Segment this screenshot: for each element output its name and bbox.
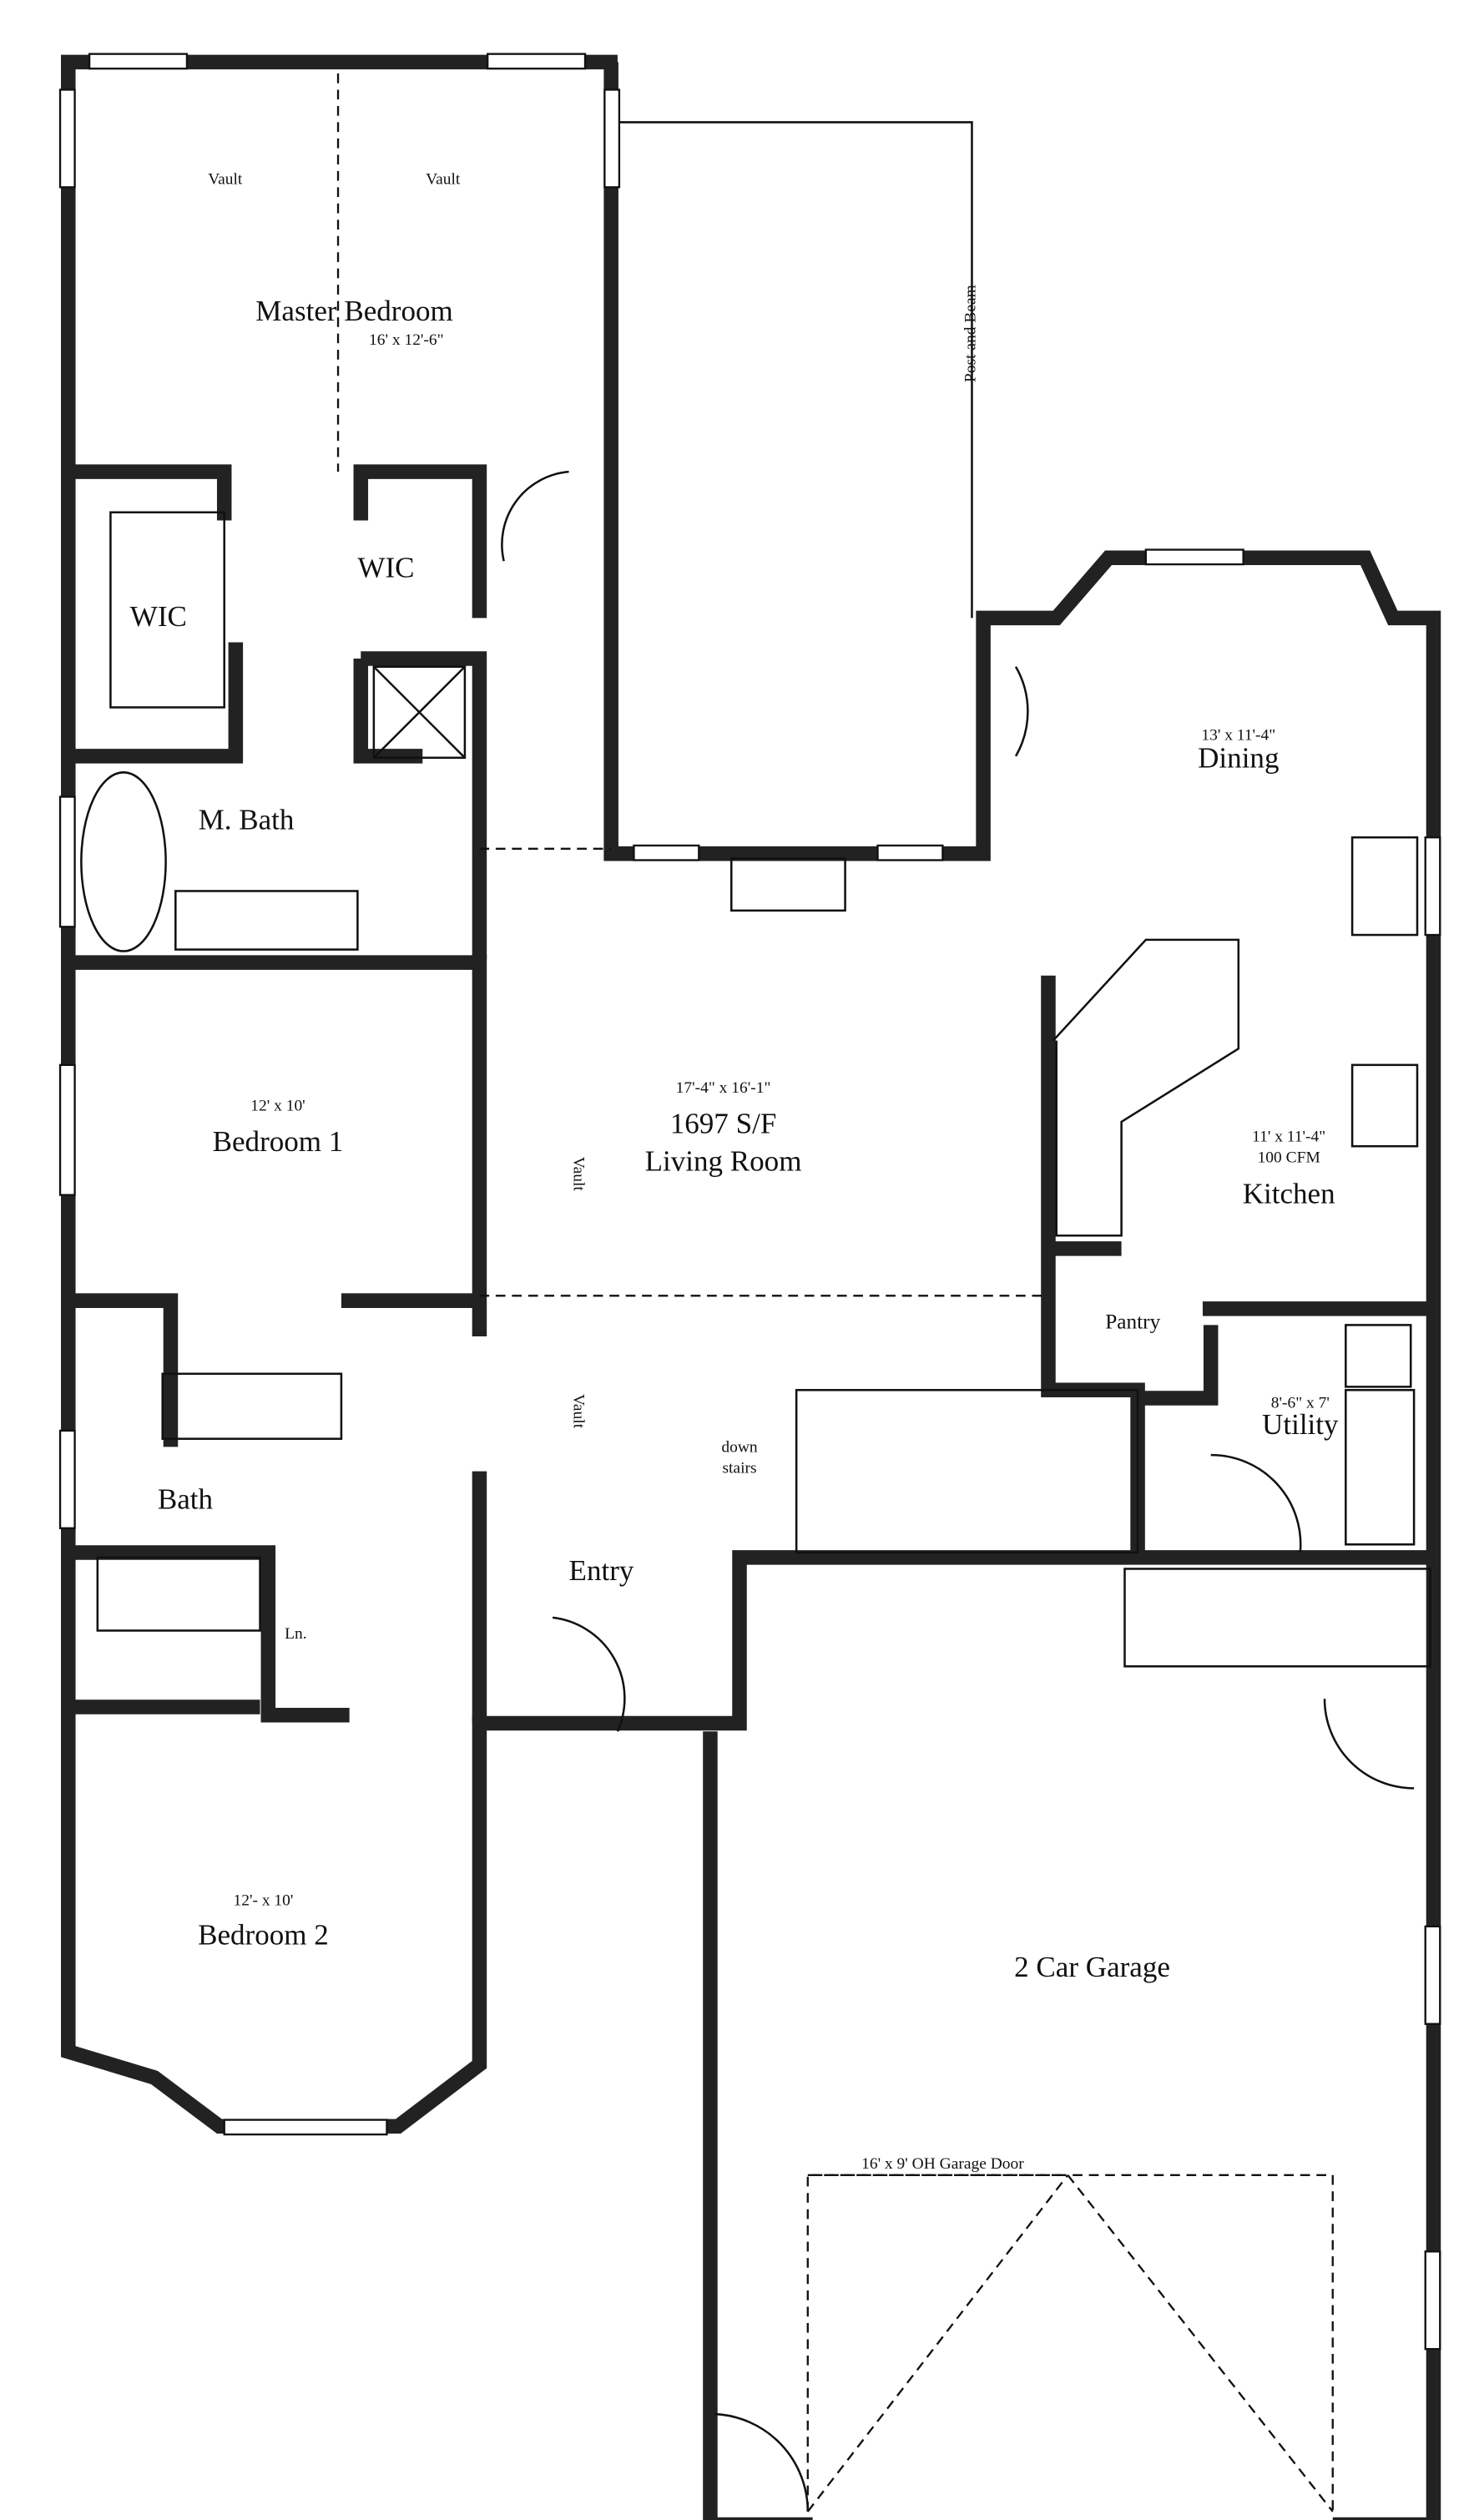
bedroom1-label: Bedroom 1 [213, 1125, 344, 1158]
kitchen-cfm: 100 CFM [1258, 1149, 1320, 1167]
pantry-label: Pantry [1105, 1310, 1160, 1333]
living-room-label: Living Room [645, 1144, 802, 1177]
garage-door-label: 16' x 9' OH Garage Door [861, 2155, 1024, 2173]
master-bedroom-label: Master Bedroom [255, 295, 453, 327]
total-area: 1697 S/F [670, 1108, 777, 1140]
garage-label: 2 Car Garage [1014, 1951, 1170, 1983]
kitchen-label: Kitchen [1243, 1177, 1335, 1209]
bedroom2-size: 12'- x 10' [234, 1892, 294, 1910]
utility-size: 8'-6" x 7' [1271, 1395, 1330, 1412]
stairs-label: stairs [722, 1460, 756, 1477]
stairs-label: down [721, 1438, 758, 1456]
bath-label: Bath [158, 1482, 214, 1515]
kitchen-size: 11' x 11'-4" [1252, 1128, 1325, 1145]
living-size: 17'-4" x 16'-1" [676, 1079, 771, 1097]
exterior-walls [61, 54, 1441, 2520]
interior-walls [68, 464, 1431, 1724]
wic-label: WIC [357, 552, 414, 584]
linen-label: Ln. [285, 1625, 307, 1643]
entry-label: Entry [569, 1554, 634, 1587]
vault-label: Vault [208, 170, 243, 188]
vault-label: Vault [569, 1394, 587, 1429]
post-and-beam-label: Post and Beam [962, 285, 979, 382]
utility-label: Utility [1262, 1408, 1339, 1441]
bedroom1-size: 12' x 10' [250, 1097, 305, 1114]
vault-label: Vault [426, 170, 461, 188]
master-bedroom-size: 16' x 12'-6" [369, 331, 444, 349]
master-bath-label: M. Bath [199, 803, 295, 836]
dining-size: 13' x 11'-4" [1201, 726, 1275, 744]
bedroom2-label: Bedroom 2 [198, 1918, 329, 1951]
dining-label: Dining [1198, 741, 1279, 774]
vault-label: Vault [569, 1157, 587, 1192]
fixtures-and-lines [58, 53, 1441, 2512]
wic-label: WIC [130, 600, 187, 633]
room-labels: Vault Vault Master Bedroom 16' x 12'-6" … [130, 170, 1339, 2173]
